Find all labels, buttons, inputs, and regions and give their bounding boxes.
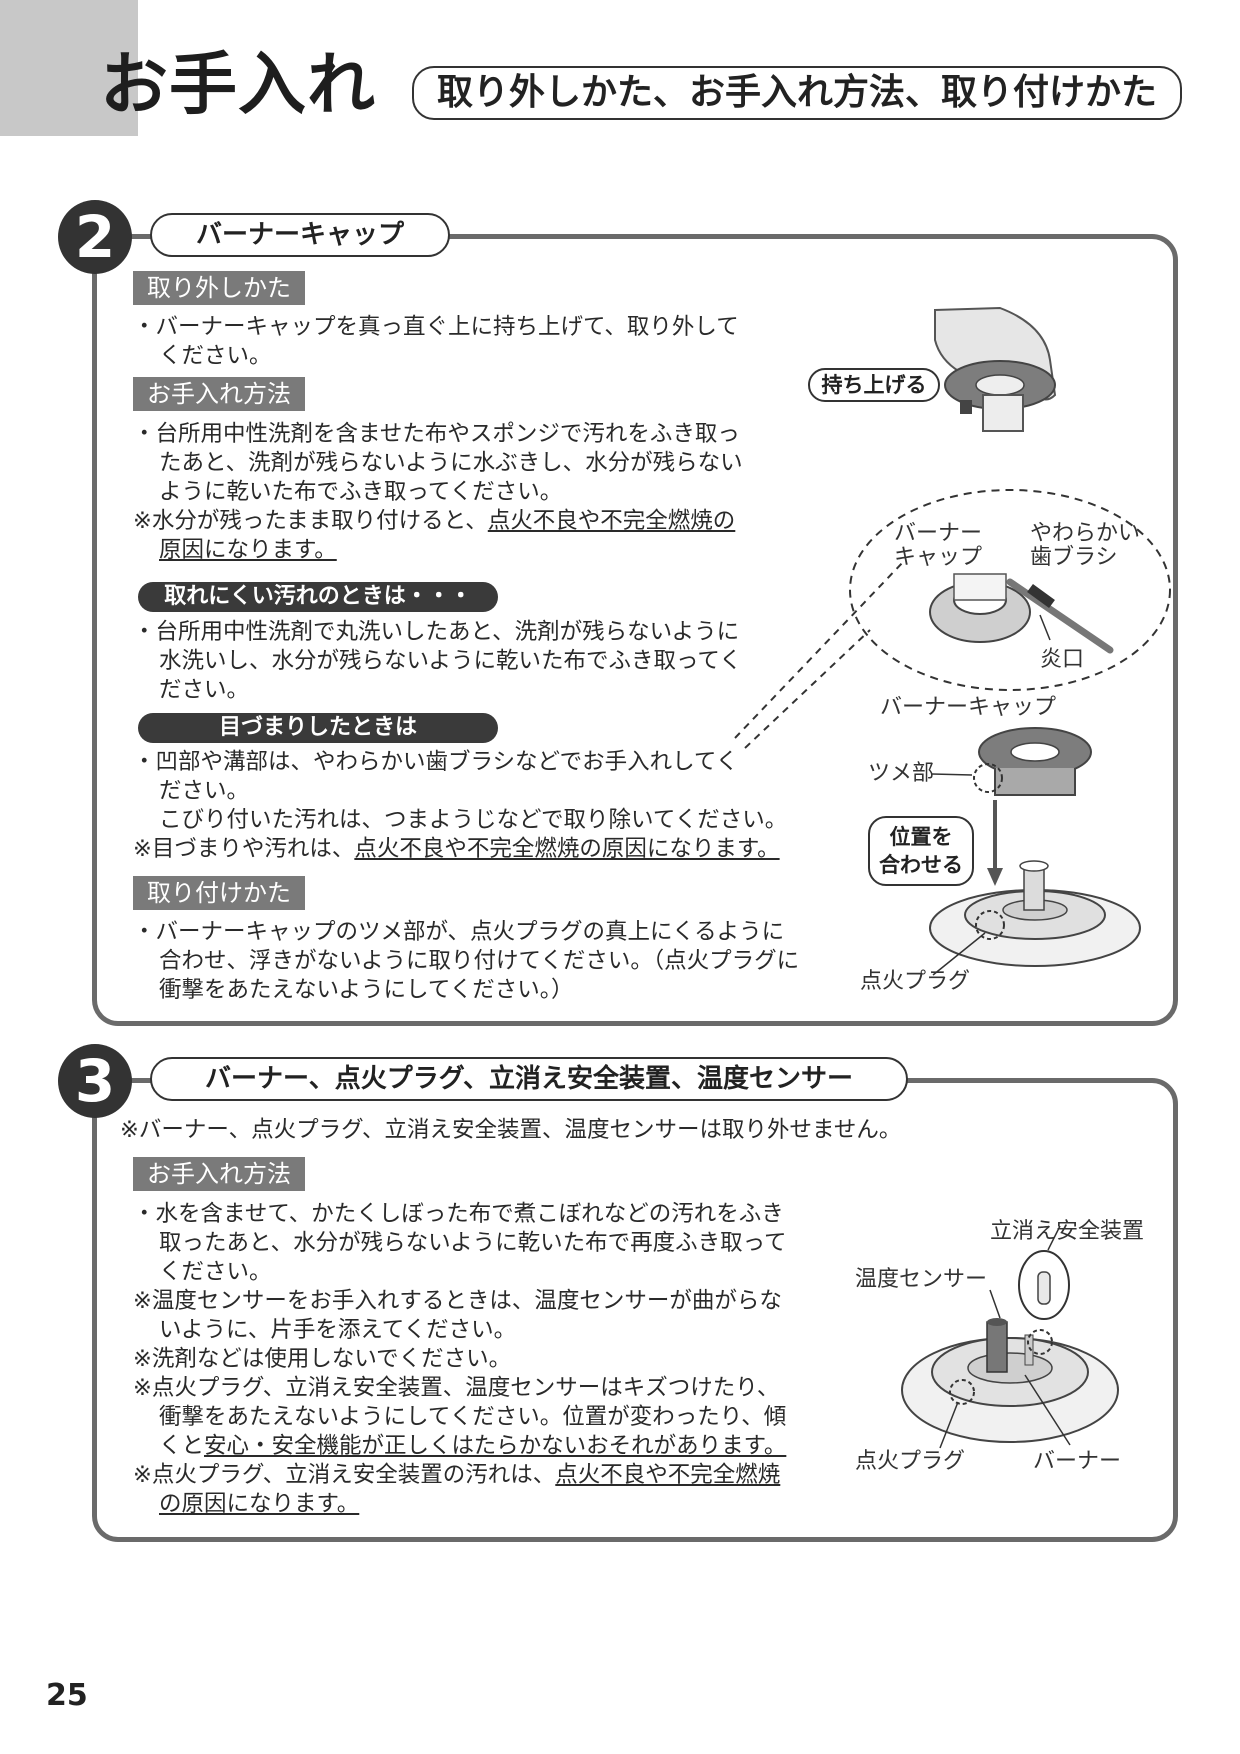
- text-line: ・凹部や溝部は、やわらかい歯ブラシなどでお手入れしてく: [133, 749, 739, 775]
- text-line: ださい。: [159, 778, 250, 804]
- warning-underline: 安心・安全機能が正しくはたらかないおそれがあります。: [204, 1433, 787, 1459]
- label-line: 歯ブラシ: [1030, 545, 1118, 570]
- text-line: ・水を含ませて、かたくしぼった布で煮こぼれなどの汚れをふき: [133, 1201, 784, 1227]
- section3-note: ※バーナー、点火プラグ、立消え安全装置、温度センサーは取り外せません。: [120, 1117, 902, 1143]
- label-flame-port: 炎口: [1040, 647, 1085, 672]
- section3-care-label: お手入れ方法: [133, 1157, 305, 1191]
- page-number: 25: [46, 1678, 88, 1713]
- section3-title: バーナー、点火プラグ、立消え安全装置、温度センサー: [150, 1057, 908, 1101]
- clog-label: 目づまりしたときは: [138, 713, 498, 743]
- text-line: たあと、洗剤が残らないように水ぶきし、水分が残らない: [159, 450, 743, 476]
- label-burner-cap-full: バーナーキャップ: [880, 695, 1057, 720]
- label-tab: ツメ部: [868, 761, 935, 786]
- section2-removal-label: 取り外しかた: [133, 271, 305, 305]
- text-line: ください。: [159, 1259, 272, 1285]
- section2-clog-text: ・凹部や溝部は、やわらかい歯ブラシなどでお手入れしてく ださい。 こびり付いた汚…: [133, 748, 787, 864]
- label-line: キャップ: [894, 545, 983, 570]
- warning-underline: 原因になります。: [159, 537, 337, 563]
- section2-title: バーナーキャップ: [150, 213, 450, 257]
- section2-install-label: 取り付けかた: [133, 876, 305, 910]
- text-line: 衝撃をあたえないようにしてください。位置が変わったり、傾: [159, 1404, 787, 1430]
- section2-number-badge: 2: [58, 200, 132, 274]
- text-line: ・バーナーキャップを真っ直ぐ上に持ち上げて、取り外して: [133, 314, 739, 340]
- label-burner-cap: バーナー キャップ: [894, 522, 982, 570]
- text-line: ・バーナーキャップのツメ部が、点火プラグの真上にくるように: [133, 919, 785, 945]
- page-subtitle: 取り外しかた、お手入れ方法、取り付けかた: [412, 66, 1182, 120]
- section2-care-label: お手入れ方法: [133, 377, 305, 411]
- text-line: ください。: [159, 343, 272, 369]
- label-temperature-sensor: 温度センサー: [855, 1267, 988, 1292]
- text-line: ※洗剤などは使用しないでください。: [133, 1346, 512, 1372]
- text-line: ように乾いた布でふき取ってください。: [159, 479, 563, 505]
- text-line: いように、片手を添えてください。: [159, 1317, 517, 1343]
- align-callout: 位置を 合わせる: [868, 816, 974, 886]
- section2-tough-stain-text: ・台所用中性洗剤で丸洗いしたあと、洗剤が残らないように 水洗いし、水分が残らない…: [133, 618, 742, 705]
- text-line: 水洗いし、水分が残らないように乾いた布でふき取ってく: [159, 648, 742, 674]
- text-line: ※点火プラグ、立消え安全装置、温度センサーはキズつけたり、: [133, 1375, 780, 1401]
- label-line: バーナー: [894, 521, 983, 546]
- label-ignition-plug: 点火プラグ: [855, 1449, 966, 1474]
- callout-line: 位置を: [889, 825, 953, 849]
- warning-underline: 点火不良や不完全燃焼: [555, 1462, 781, 1488]
- header-gray-tab: [0, 0, 138, 136]
- lift-callout: 持ち上げる: [808, 368, 940, 402]
- section2-removal-text: ・バーナーキャップを真っ直ぐ上に持ち上げて、取り外して ください。: [133, 313, 739, 371]
- callout-line: 合わせる: [879, 853, 963, 877]
- page-title: お手入れ: [100, 46, 377, 125]
- label-flame-failure-device: 立消え安全装置: [990, 1219, 1145, 1244]
- text-line: こびり付いた汚れは、つまようじなどで取り除いてください。: [159, 807, 788, 833]
- note-text: ※目づまりや汚れは、: [133, 836, 355, 862]
- label-line: やわらかい: [1030, 521, 1141, 546]
- note-text: くと: [159, 1433, 205, 1459]
- text-line: ・台所用中性洗剤を含ませた布やスポンジで汚れをふき取っ: [133, 421, 740, 447]
- label-soft-toothbrush: やわらかい 歯ブラシ: [1030, 522, 1140, 570]
- text-line: 衝撃をあたえないようにしてください。）: [159, 977, 574, 1003]
- section2-box: [92, 234, 1178, 1026]
- warning-underline: 点火不良や不完全燃焼の: [487, 508, 736, 534]
- text-line: 合わせ、浮きがないように取り付けてください。（点火プラグに: [159, 948, 800, 974]
- text-line: ※温度センサーをお手入れするときは、温度センサーが曲がらな: [133, 1288, 782, 1314]
- label-ignition-plug: 点火プラグ: [860, 969, 971, 994]
- section3-number-badge: 3: [58, 1044, 132, 1118]
- text-line: ださい。: [159, 677, 250, 703]
- note-text: ※点火プラグ、立消え安全装置の汚れは、: [133, 1462, 556, 1488]
- warning-underline: 点火不良や不完全燃焼の原因になります。: [354, 836, 780, 862]
- warning-underline: の原因になります。: [159, 1491, 360, 1517]
- section2-install-text: ・バーナーキャップのツメ部が、点火プラグの真上にくるように 合わせ、浮きがないよ…: [133, 918, 799, 1005]
- tough-stain-label: 取れにくい汚れのときは・・・: [138, 582, 498, 612]
- text-line: 取ったあと、水分が残らないように乾いた布で再度ふき取って: [159, 1230, 787, 1256]
- note-text: ※水分が残ったまま取り付けると、: [133, 508, 488, 534]
- section2-care-text: ・台所用中性洗剤を含ませた布やスポンジで汚れをふき取っ たあと、洗剤が残らないよ…: [133, 420, 743, 565]
- section3-care-text: ・水を含ませて、かたくしぼった布で煮こぼれなどの汚れをふき 取ったあと、水分が残…: [133, 1200, 787, 1519]
- label-burner: バーナー: [1033, 1449, 1122, 1474]
- text-line: ・台所用中性洗剤で丸洗いしたあと、洗剤が残らないように: [133, 619, 740, 645]
